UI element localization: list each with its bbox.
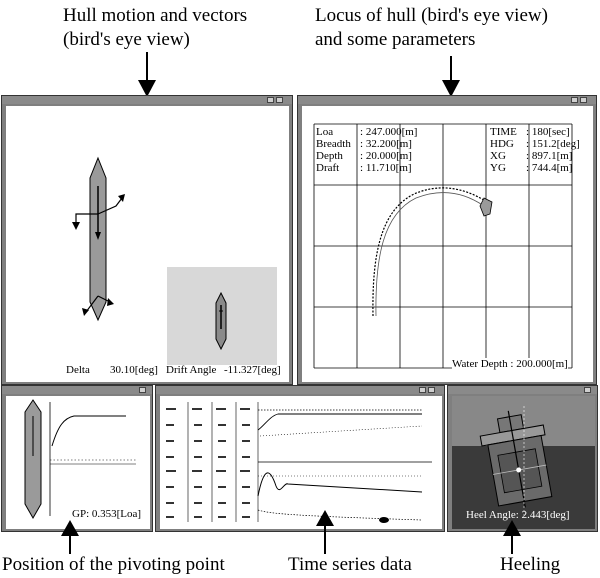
window-titlebar[interactable]: [2, 386, 152, 394]
timeseries-view: [160, 396, 442, 529]
pivot-view: GP: 0.353[Loa]: [6, 396, 150, 529]
caption-time-series: Time series data: [288, 554, 412, 575]
arrow-down-icon: [442, 56, 460, 97]
param-value: 180[sec]: [531, 126, 570, 138]
param-draft: Draft: 11.710[m]: [316, 162, 412, 174]
param-value: 744.4[m]: [531, 162, 573, 174]
locus-plot: [313, 123, 573, 369]
water-depth-label: Water Depth: [452, 358, 508, 370]
param-name: XG: [490, 150, 506, 162]
drift-inset: [167, 267, 277, 365]
arrow-up-icon: [316, 510, 334, 554]
maximize-button[interactable]: [139, 387, 146, 393]
window-titlebar[interactable]: [298, 96, 596, 104]
param-name: Draft: [316, 162, 340, 174]
minimize-button[interactable]: [267, 97, 274, 103]
caption-pivoting-point: Position of the pivoting point: [2, 554, 225, 575]
param-yg: YG: 744.4[m]: [490, 162, 573, 174]
heel-ship-diagram: [479, 406, 553, 518]
gp-label: GP: [72, 508, 87, 520]
window-titlebar[interactable]: [156, 386, 444, 394]
water-depth-value: 200.000[m]: [516, 358, 568, 370]
heel-window: Heel Angle: 2.443[deg]: [447, 385, 598, 532]
caption-locus-line1: Locus of hull (bird's eye view): [315, 5, 548, 26]
heel-view: Heel Angle: 2.443[deg]: [452, 396, 595, 529]
heel-angle-readout: Heel Angle: 2.443[deg]: [466, 509, 570, 521]
minimize-button[interactable]: [571, 97, 578, 103]
drift-hull-diagram: [215, 291, 227, 351]
param-name: TIME: [490, 126, 517, 138]
gp-readout: GP: 0.353[Loa]: [72, 508, 142, 520]
param-value: 897.1[m]: [531, 150, 573, 162]
maximize-button[interactable]: [428, 387, 435, 393]
param-name: Depth: [316, 150, 343, 162]
param-value: 11.710[m]: [365, 162, 412, 174]
maximize-button[interactable]: [276, 97, 283, 103]
param-hdg: HDG: 151.2[deg]: [490, 138, 580, 150]
locus-view: Loa: 247.000[m] Breadth: 32.200[m] Depth…: [302, 106, 593, 382]
maximize-button[interactable]: [580, 97, 587, 103]
timeseries-plots: [166, 402, 432, 523]
param-name: HDG: [490, 138, 514, 150]
param-loa: Loa: 247.000[m]: [316, 126, 418, 138]
param-value: 32.200[m]: [365, 138, 412, 150]
caption-hull-motion-line2: (bird's eye view): [63, 29, 190, 50]
param-breadth: Breadth: 32.200[m]: [316, 138, 412, 150]
param-name: YG: [490, 162, 506, 174]
heel-angle-label: Heel Angle: [466, 509, 516, 521]
arrow-up-icon: [61, 520, 79, 554]
caption-heeling: Heeling: [500, 554, 561, 575]
window-titlebar[interactable]: [2, 96, 292, 104]
locus-window: Loa: 247.000[m] Breadth: 32.200[m] Depth…: [297, 95, 597, 385]
param-time: TIME: 180[sec]: [490, 126, 570, 138]
param-name: Loa: [316, 126, 334, 138]
param-value: 20.000[m]: [365, 150, 412, 162]
pivot-diagram: [24, 399, 136, 520]
hull-motion-view: Delta 30.10[deg] Drift Angle -11.327[deg…: [6, 106, 289, 382]
param-value: 247.000[m]: [365, 126, 418, 138]
window-titlebar[interactable]: [448, 386, 597, 394]
caption-hull-motion-line1: Hull motion and vectors: [63, 5, 248, 26]
timeseries-window: [155, 385, 445, 532]
water-depth-readout: Water Depth : 200.000[m]: [452, 358, 568, 370]
hull-motion-window: Delta 30.10[deg] Drift Angle -11.327[deg…: [1, 95, 293, 385]
param-name: Breadth: [316, 138, 351, 150]
hull-diagram: [72, 156, 125, 322]
delta-label: Delta: [66, 364, 90, 376]
heel-angle-value: 2.443[deg]: [521, 509, 570, 521]
delta-value: 30.10[deg]: [110, 364, 158, 376]
gp-value: 0.353[Loa]: [91, 508, 142, 520]
caption-locus-line2: and some parameters: [315, 29, 476, 50]
param-depth: Depth: 20.000[m]: [316, 150, 412, 162]
minimize-button[interactable]: [419, 387, 426, 393]
param-value: 151.2[deg]: [531, 138, 580, 150]
drift-angle-value: -11.327[deg]: [224, 364, 281, 376]
drift-angle-label: Drift Angle: [166, 364, 217, 376]
arrow-up-icon: [503, 520, 521, 554]
pivot-window: GP: 0.353[Loa]: [1, 385, 153, 532]
param-xg: XG: 897.1[m]: [490, 150, 573, 162]
arrow-down-icon: [138, 52, 156, 97]
maximize-button[interactable]: [584, 387, 591, 393]
